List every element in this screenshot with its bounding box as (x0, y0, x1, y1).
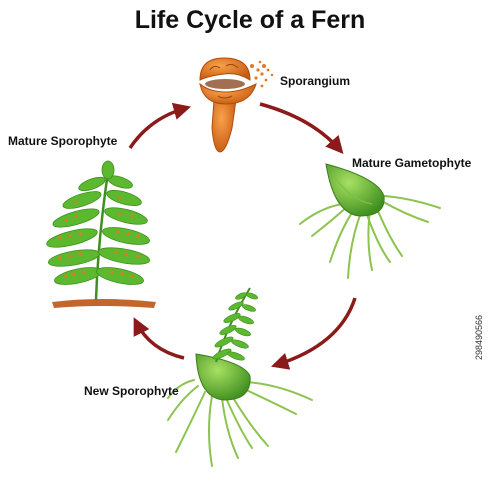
label-mature-gametophyte: Mature Gametophyte (352, 156, 472, 170)
mature-sporophyte-illustration (46, 160, 156, 308)
arrow-sporangium-to-gametophyte (259, 102, 344, 154)
sporangium-illustration (199, 57, 274, 153)
arrow-sporophyte-to-sporangium (128, 102, 192, 149)
stock-id-watermark: 298490566 (474, 314, 484, 360)
gametophyte-illustration (299, 163, 441, 279)
new-sporophyte-illustration (167, 287, 313, 467)
arrow-new-sporophyte-to-mature (133, 317, 185, 360)
label-new-sporophyte: New Sporophyte (84, 384, 179, 398)
arrow-gametophyte-to-new-sporophyte (270, 297, 357, 370)
diagram-title: Life Cycle of a Fern (134, 6, 366, 34)
label-sporangium: Sporangium (280, 74, 351, 88)
label-mature-sporophyte: Mature Sporophyte (8, 134, 118, 148)
